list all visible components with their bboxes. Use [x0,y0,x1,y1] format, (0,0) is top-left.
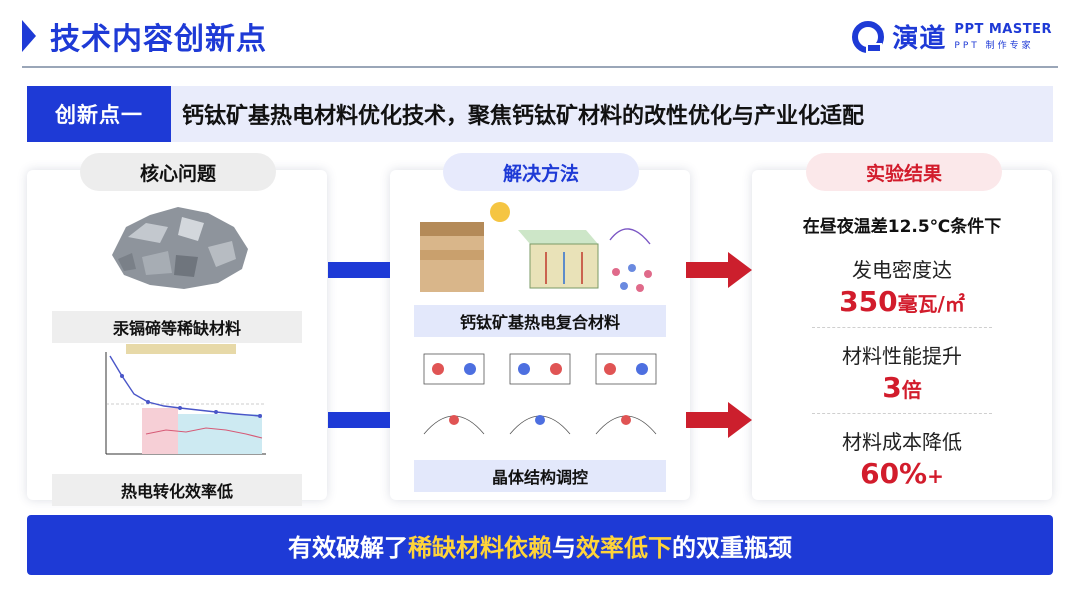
metric-label: 发电密度达 [852,258,952,282]
connector-line-top [328,262,390,278]
page-title: 技术内容创新点 [50,22,267,57]
result-divider [812,327,992,328]
arrow-right-icon [686,402,752,438]
logo-text-en-sub: PPT 制作专家 [954,41,1034,51]
metric-cost: 材料成本降低 60%+ [752,426,1052,490]
result-condition: 在昼夜温差12.5℃条件下 [802,217,1002,237]
problem-item-1: 汞镉碲等稀缺材料 [52,311,302,343]
logo-text-en: PPT MASTER [954,22,1052,37]
logo-text-cn: 演道 [892,24,947,54]
chevron-right-icon [22,20,36,52]
arrow-right-icon [686,252,752,288]
logo-mark-icon [852,20,885,53]
crystal-structure-image [423,353,657,435]
efficiency-plot-image [105,344,266,455]
problem-item-2: 热电转化效率低 [52,474,302,506]
innovation-tag: 创新点一 [27,86,171,142]
metric-value: 350毫瓦/㎡ [839,285,965,318]
result-panel [752,170,1052,500]
conclusion-banner: 有效破解了稀缺材料依赖与效率低下的双重瓶颈 [27,515,1053,575]
innovation-text: 钙钛矿基热电材料优化技术，聚焦钙钛矿材料的改性优化与产业化适配 [182,104,865,129]
result-title: 实验结果 [806,153,1002,191]
brand-logo: 演道 PPT MASTER PPT 制作专家 [850,18,1052,55]
crystal-material-image [112,207,248,289]
metric-power-density: 发电密度达 350毫瓦/㎡ [752,254,1052,318]
highlight-text: 稀缺材料依赖 [408,533,552,562]
connector-line-bottom [328,412,390,428]
problem-title: 核心问题 [80,153,276,191]
method-title: 解决方法 [443,153,639,191]
method-item-1: 钙钛矿基热电复合材料 [414,305,666,337]
metric-value: 60%+ [860,457,944,490]
innovation-banner: 创新点一 钙钛矿基热电材料优化技术，聚焦钙钛矿材料的改性优化与产业化适配 [27,86,1053,142]
title-bar: 技术内容创新点 [22,14,267,58]
method-item-2: 晶体结构调控 [414,460,666,492]
metric-performance: 材料性能提升 3倍 [752,340,1052,404]
title-divider [22,66,1058,68]
highlight-text: 效率低下 [576,533,672,562]
metric-value: 3倍 [882,371,922,404]
composite-material-image [420,202,652,292]
metric-label: 材料性能提升 [842,344,962,368]
metric-label: 材料成本降低 [842,430,962,454]
result-divider [812,413,992,414]
